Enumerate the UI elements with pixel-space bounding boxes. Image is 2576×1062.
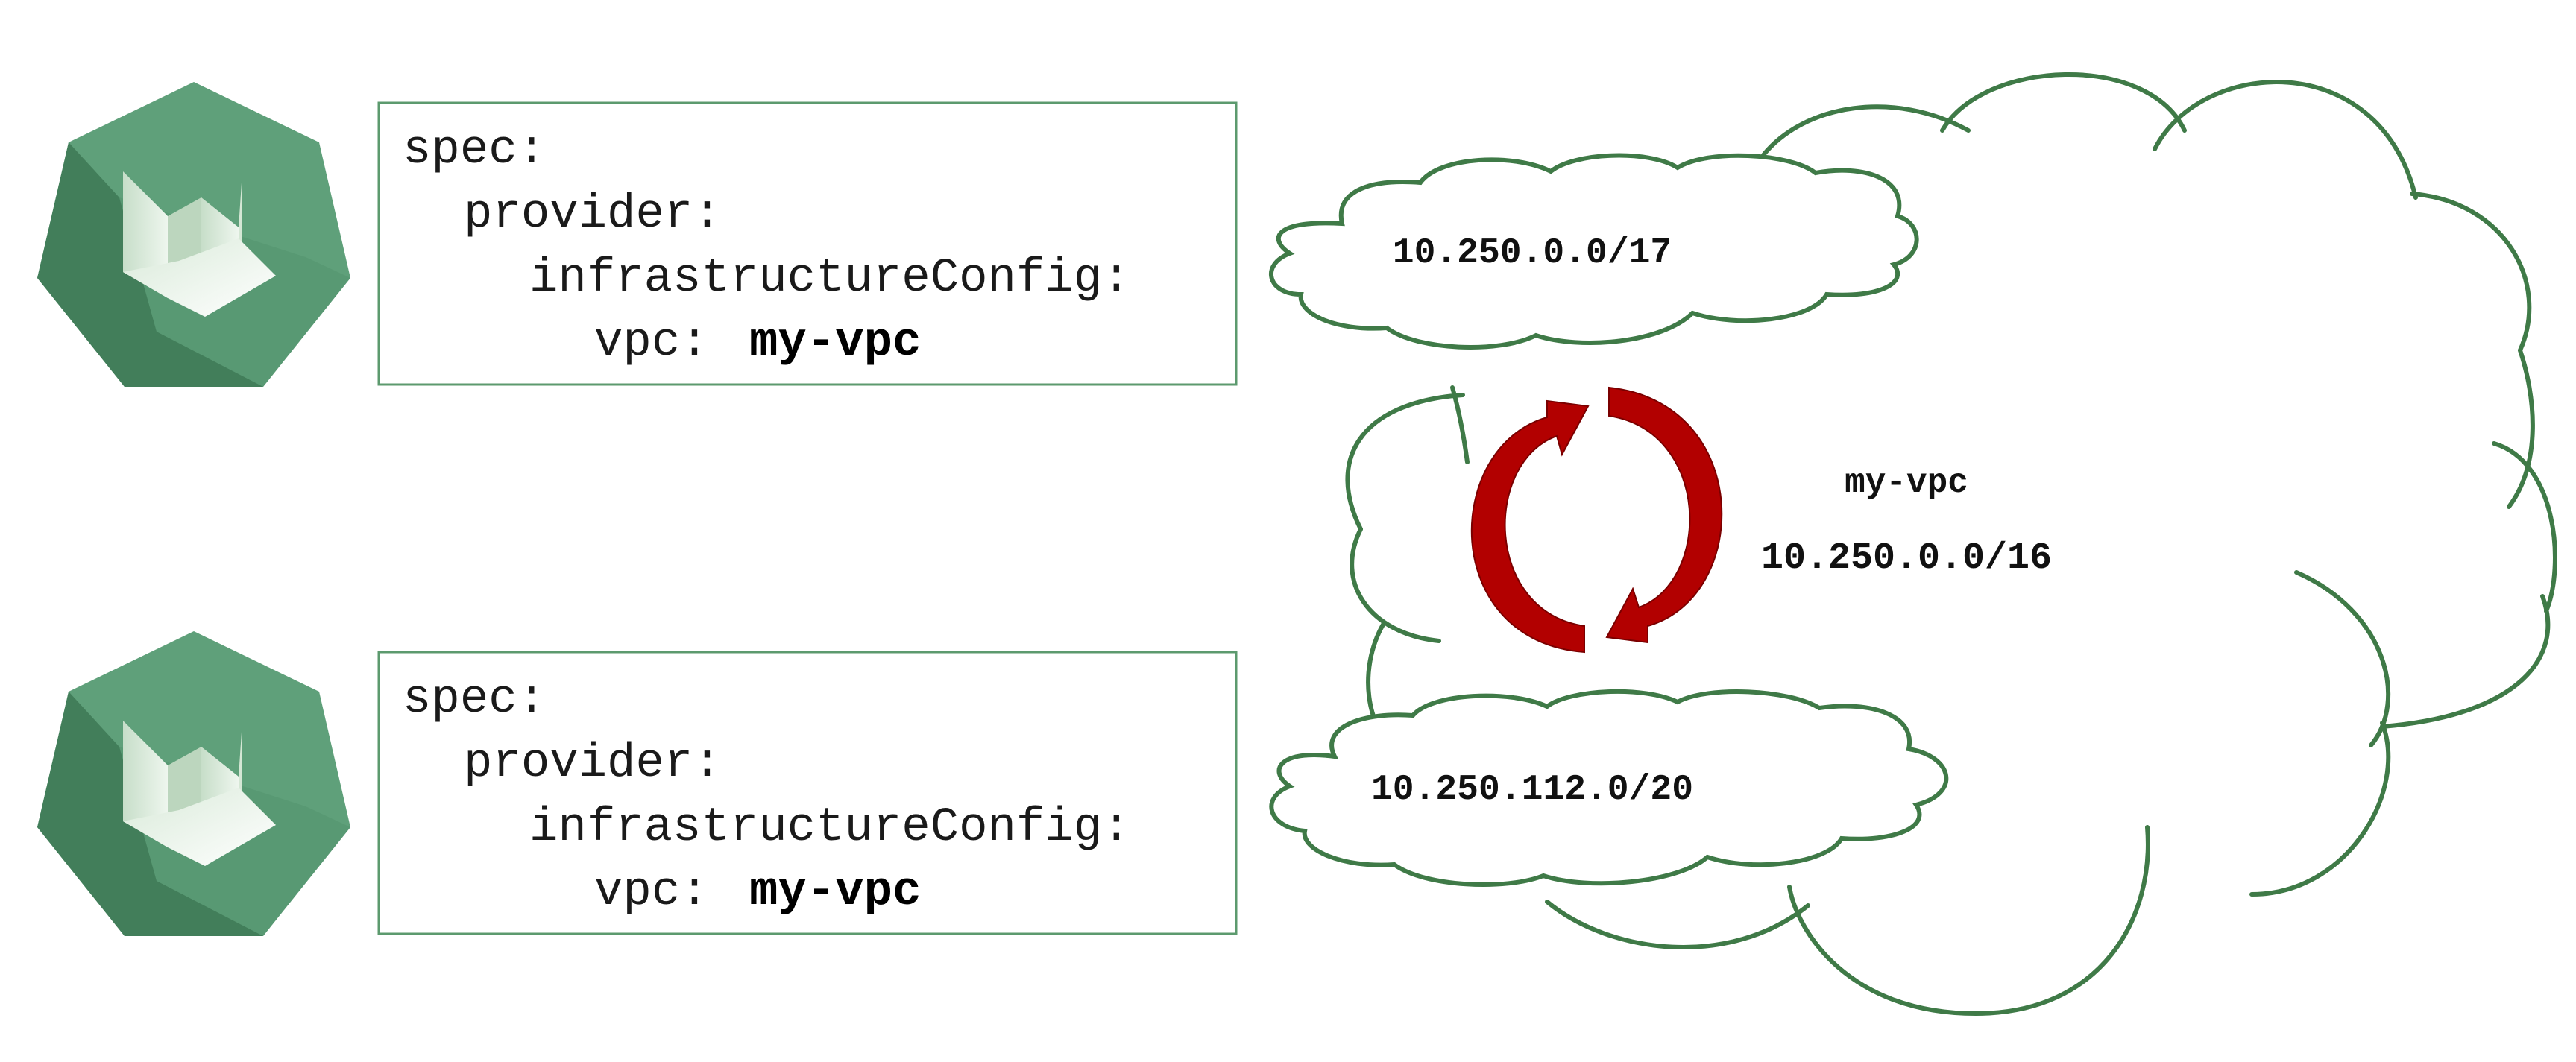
subnet-cloud-bottom	[1269, 689, 1949, 887]
subnet-top-cidr: 10.250.0.0/17	[1393, 233, 1672, 274]
vpc-value: my-vpc	[749, 865, 921, 919]
spec-key: spec:	[403, 673, 546, 727]
vpc-name: my-vpc	[1845, 464, 1968, 502]
vpc-cloud	[1268, 72, 2557, 1017]
subnet-cloud-top	[1268, 153, 1919, 350]
vpc-key: vpc:	[594, 865, 709, 919]
vpc-key: vpc:	[594, 316, 709, 370]
shoot-top: spec: provider: infrastructureConfig: vp…	[37, 82, 1238, 387]
provider-key: provider:	[464, 188, 722, 241]
shoot-spec-box	[377, 101, 1238, 386]
shoot-spec-box	[377, 651, 1238, 935]
provider-key: provider:	[464, 737, 722, 791]
infrastructure-config-key: infrastructureConfig:	[529, 801, 1131, 855]
vpc-value: my-vpc	[749, 316, 921, 370]
vpc-cidr: 10.250.0.0/16	[1761, 537, 2052, 580]
infrastructure-config-key: infrastructureConfig:	[529, 252, 1131, 306]
spec-key: spec:	[403, 124, 546, 177]
gardener-logo-icon	[37, 82, 350, 387]
subnet-bottom-cidr: 10.250.112.0/20	[1371, 770, 1693, 810]
gardener-logo-icon	[37, 631, 350, 936]
refresh-cycle-icon	[1470, 386, 1723, 654]
shoot-bottom: spec: provider: infrastructureConfig: vp…	[37, 631, 1238, 936]
